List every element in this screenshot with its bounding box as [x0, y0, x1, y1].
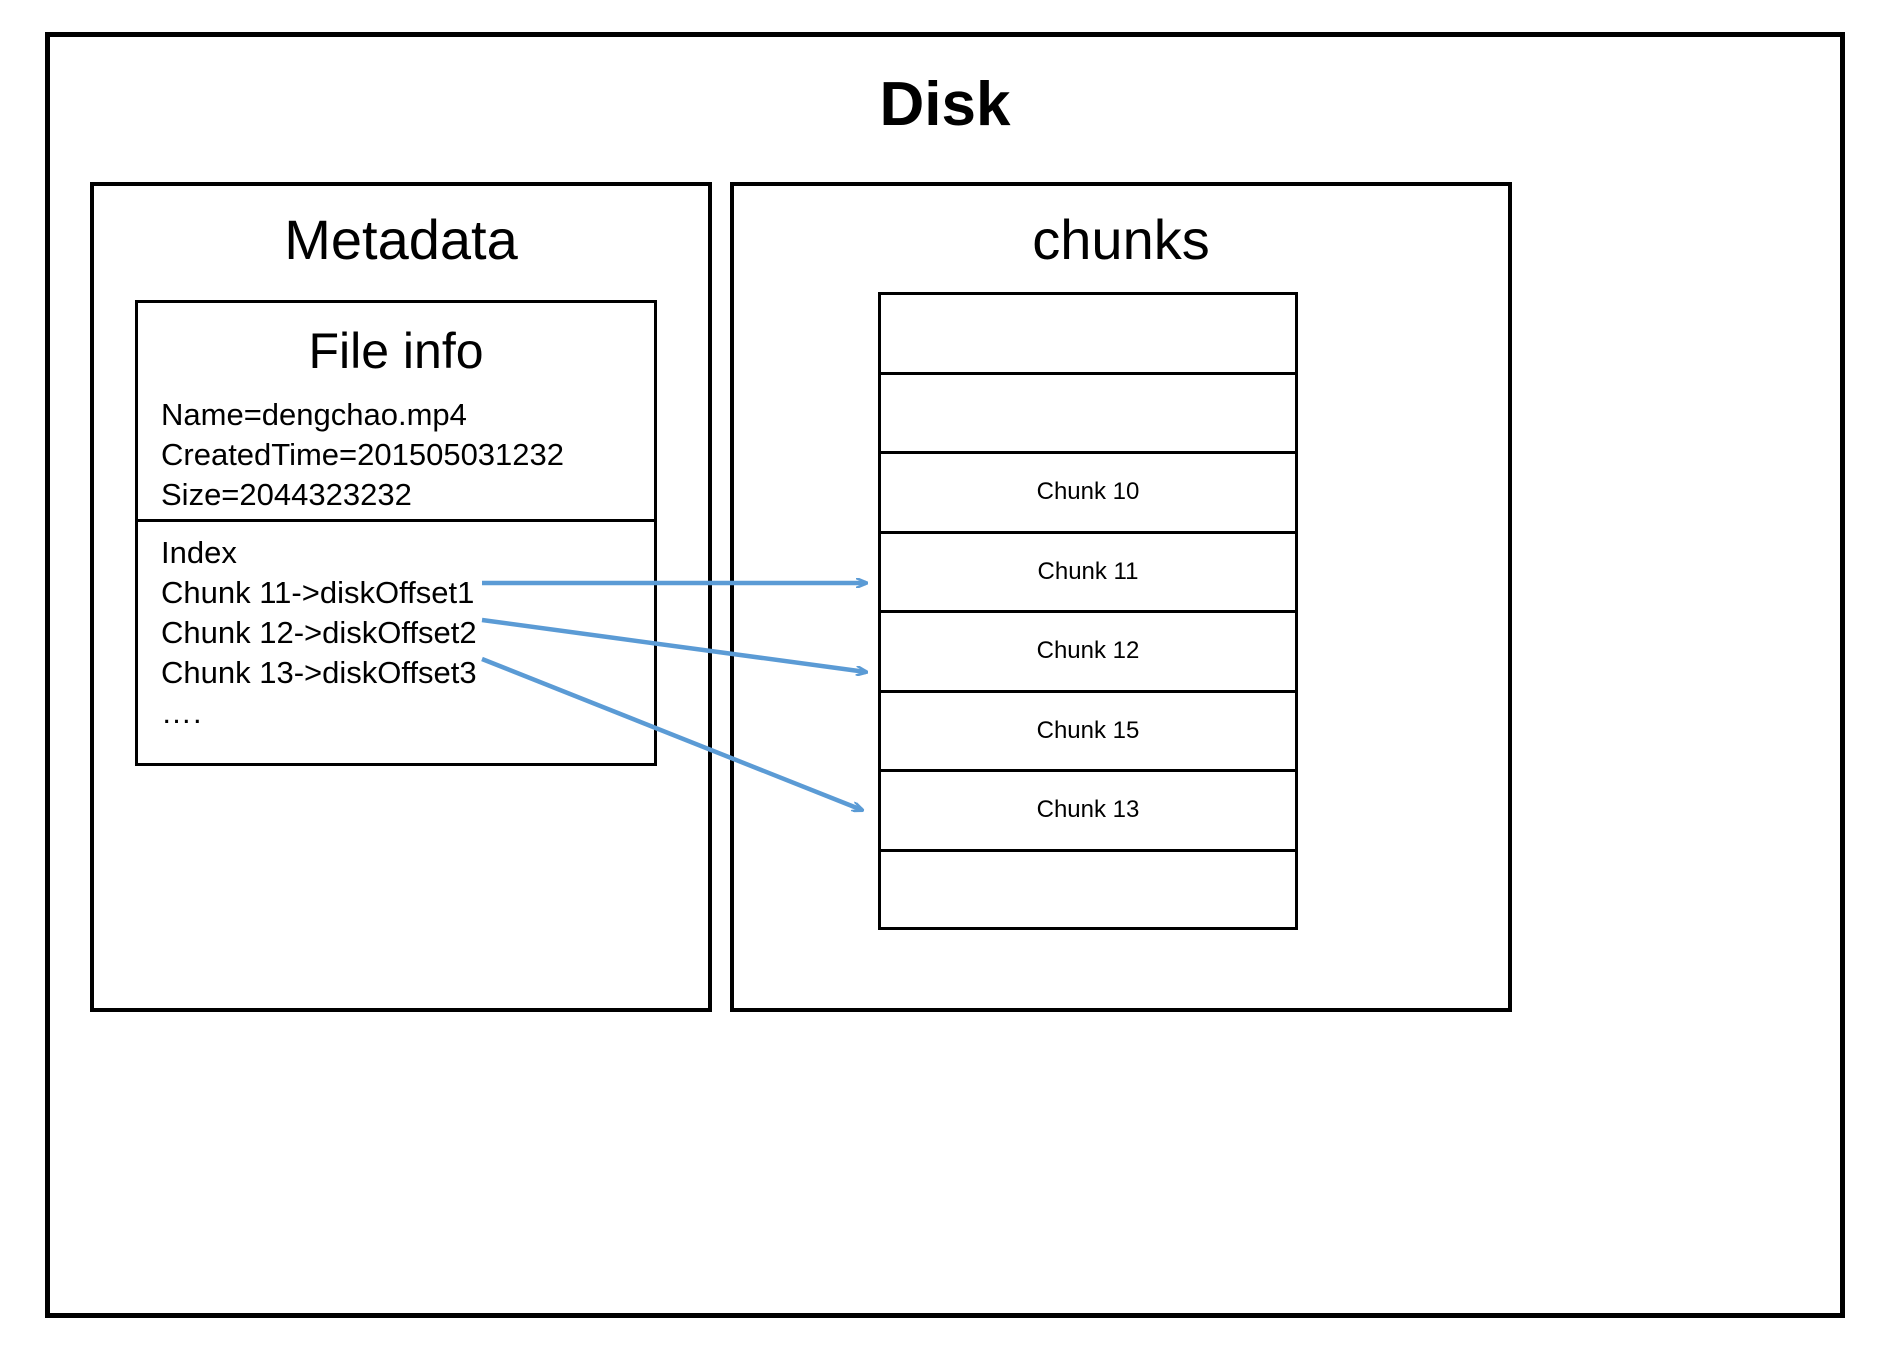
chunk-stack: Chunk 10 Chunk 11 Chunk 12 Chunk 15 Chun… — [878, 292, 1298, 930]
chunk-row: Chunk 11 — [881, 534, 1295, 613]
file-info-attribute-name: Name=dengchao.mp4 — [161, 397, 467, 432]
file-info-card — [135, 300, 657, 766]
file-info-index-block: Index Chunk 11->diskOffset1 Chunk 12->di… — [161, 533, 477, 733]
index-entry-chunk11: Chunk 11->diskOffset1 — [161, 575, 475, 610]
file-info-title: File info — [308, 323, 484, 379]
chunk-row: Chunk 12 — [881, 613, 1295, 693]
index-heading: Index — [161, 535, 237, 570]
chunk-row: Chunk 13 — [881, 772, 1295, 852]
chunk-row: Chunk 10 — [881, 454, 1295, 534]
chunk-row — [881, 375, 1295, 454]
chunks-panel — [730, 182, 1512, 1012]
index-entry-chunk12: Chunk 12->diskOffset2 — [161, 615, 477, 650]
file-info-attributes: Name=dengchao.mp4 CreatedTime=2015050312… — [161, 395, 564, 515]
index-entry-chunk13: Chunk 13->diskOffset3 — [161, 655, 477, 690]
file-info-attribute-size: Size=2044323232 — [161, 477, 412, 512]
disk-container — [45, 32, 1845, 1318]
chunk-row — [881, 295, 1295, 375]
disk-title: Disk — [879, 70, 1011, 139]
metadata-panel — [90, 182, 712, 1012]
chunks-panel-title: chunks — [1032, 208, 1210, 271]
chunk-row: Chunk 15 — [881, 693, 1295, 772]
file-info-attribute-createdtime: CreatedTime=201505031232 — [161, 437, 565, 472]
file-info-divider — [135, 519, 657, 522]
chunk-row — [881, 852, 1295, 932]
metadata-panel-title: Metadata — [284, 208, 518, 271]
index-ellipsis: …. — [161, 695, 203, 730]
